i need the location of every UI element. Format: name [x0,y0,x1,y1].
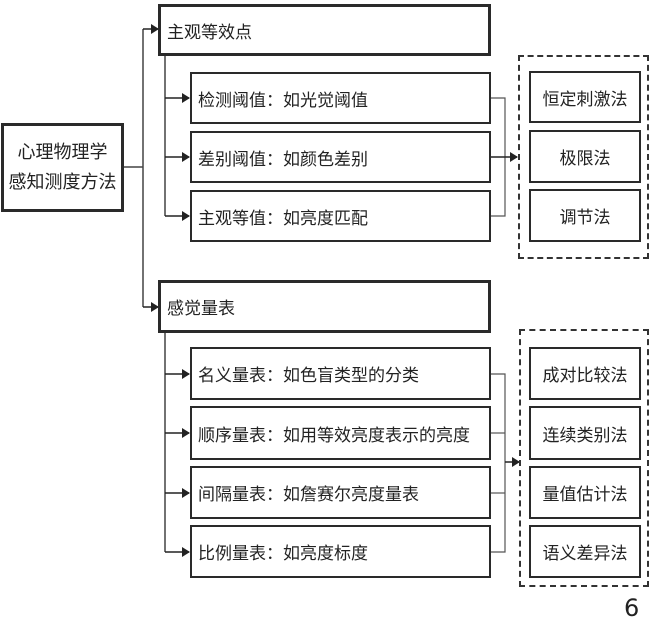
branch-1-item-2: 差别阈值：如颜色差别 [190,131,491,183]
method-2-2: 连续类别法 [529,406,641,460]
branch-2-item-2: 顺序量表：如用等效亮度表示的亮度 [190,406,491,460]
branch-1-item-1: 检测阈值：如光觉阈值 [190,72,491,124]
item-text: 名义量表：如色盲类型的分类 [198,366,419,386]
method-text: 调节法 [559,208,611,228]
item-text: 顺序量表：如用等效亮度表示的亮度 [198,425,470,446]
method-1-3: 调节法 [529,189,641,242]
method-text: 连续类别法 [542,425,628,446]
page-number: 6 [624,594,640,622]
branch-1-title-text: 主观等效点 [167,22,252,43]
method-2-1: 成对比较法 [529,347,641,400]
method-text: 成对比较法 [542,366,628,386]
item-text: 差别阈值：如颜色差别 [198,149,368,170]
methods-group-1 [518,55,649,259]
item-text: 比例量表：如亮度标度 [198,544,368,564]
branch-2-title-text: 感觉量表 [167,299,235,319]
item-text: 间隔量表：如詹赛尔亮度量表 [198,485,419,505]
item-text: 检测阈值：如光觉阈值 [198,90,368,111]
root-node: 心理物理学 感知测度方法 [1,123,124,212]
branch-1-title: 主观等效点 [158,4,491,56]
method-2-4: 语义差异法 [529,525,641,578]
branch-2-item-4: 比例量表：如亮度标度 [190,525,491,578]
branch-2-title: 感觉量表 [158,280,491,333]
method-2-3: 量值估计法 [529,466,641,519]
method-text: 语义差异法 [542,544,628,564]
method-1-2: 极限法 [529,130,641,183]
item-text: 主观等值：如亮度匹配 [198,208,368,229]
method-1-1: 恒定刺激法 [529,71,641,123]
branch-2-bracket [490,373,506,553]
method-text: 极限法 [559,149,611,169]
methods-group-2 [519,329,649,587]
root-line-2: 感知测度方法 [8,171,117,193]
method-text: 量值估计法 [542,485,628,505]
root-line-1: 心理物理学 [17,141,108,163]
branch-1-item-3: 主观等值：如亮度匹配 [190,190,491,242]
branch-2-item-3: 间隔量表：如詹赛尔亮度量表 [190,466,491,519]
branch-2-item-1: 名义量表：如色盲类型的分类 [190,347,491,400]
method-text: 恒定刺激法 [542,89,628,110]
